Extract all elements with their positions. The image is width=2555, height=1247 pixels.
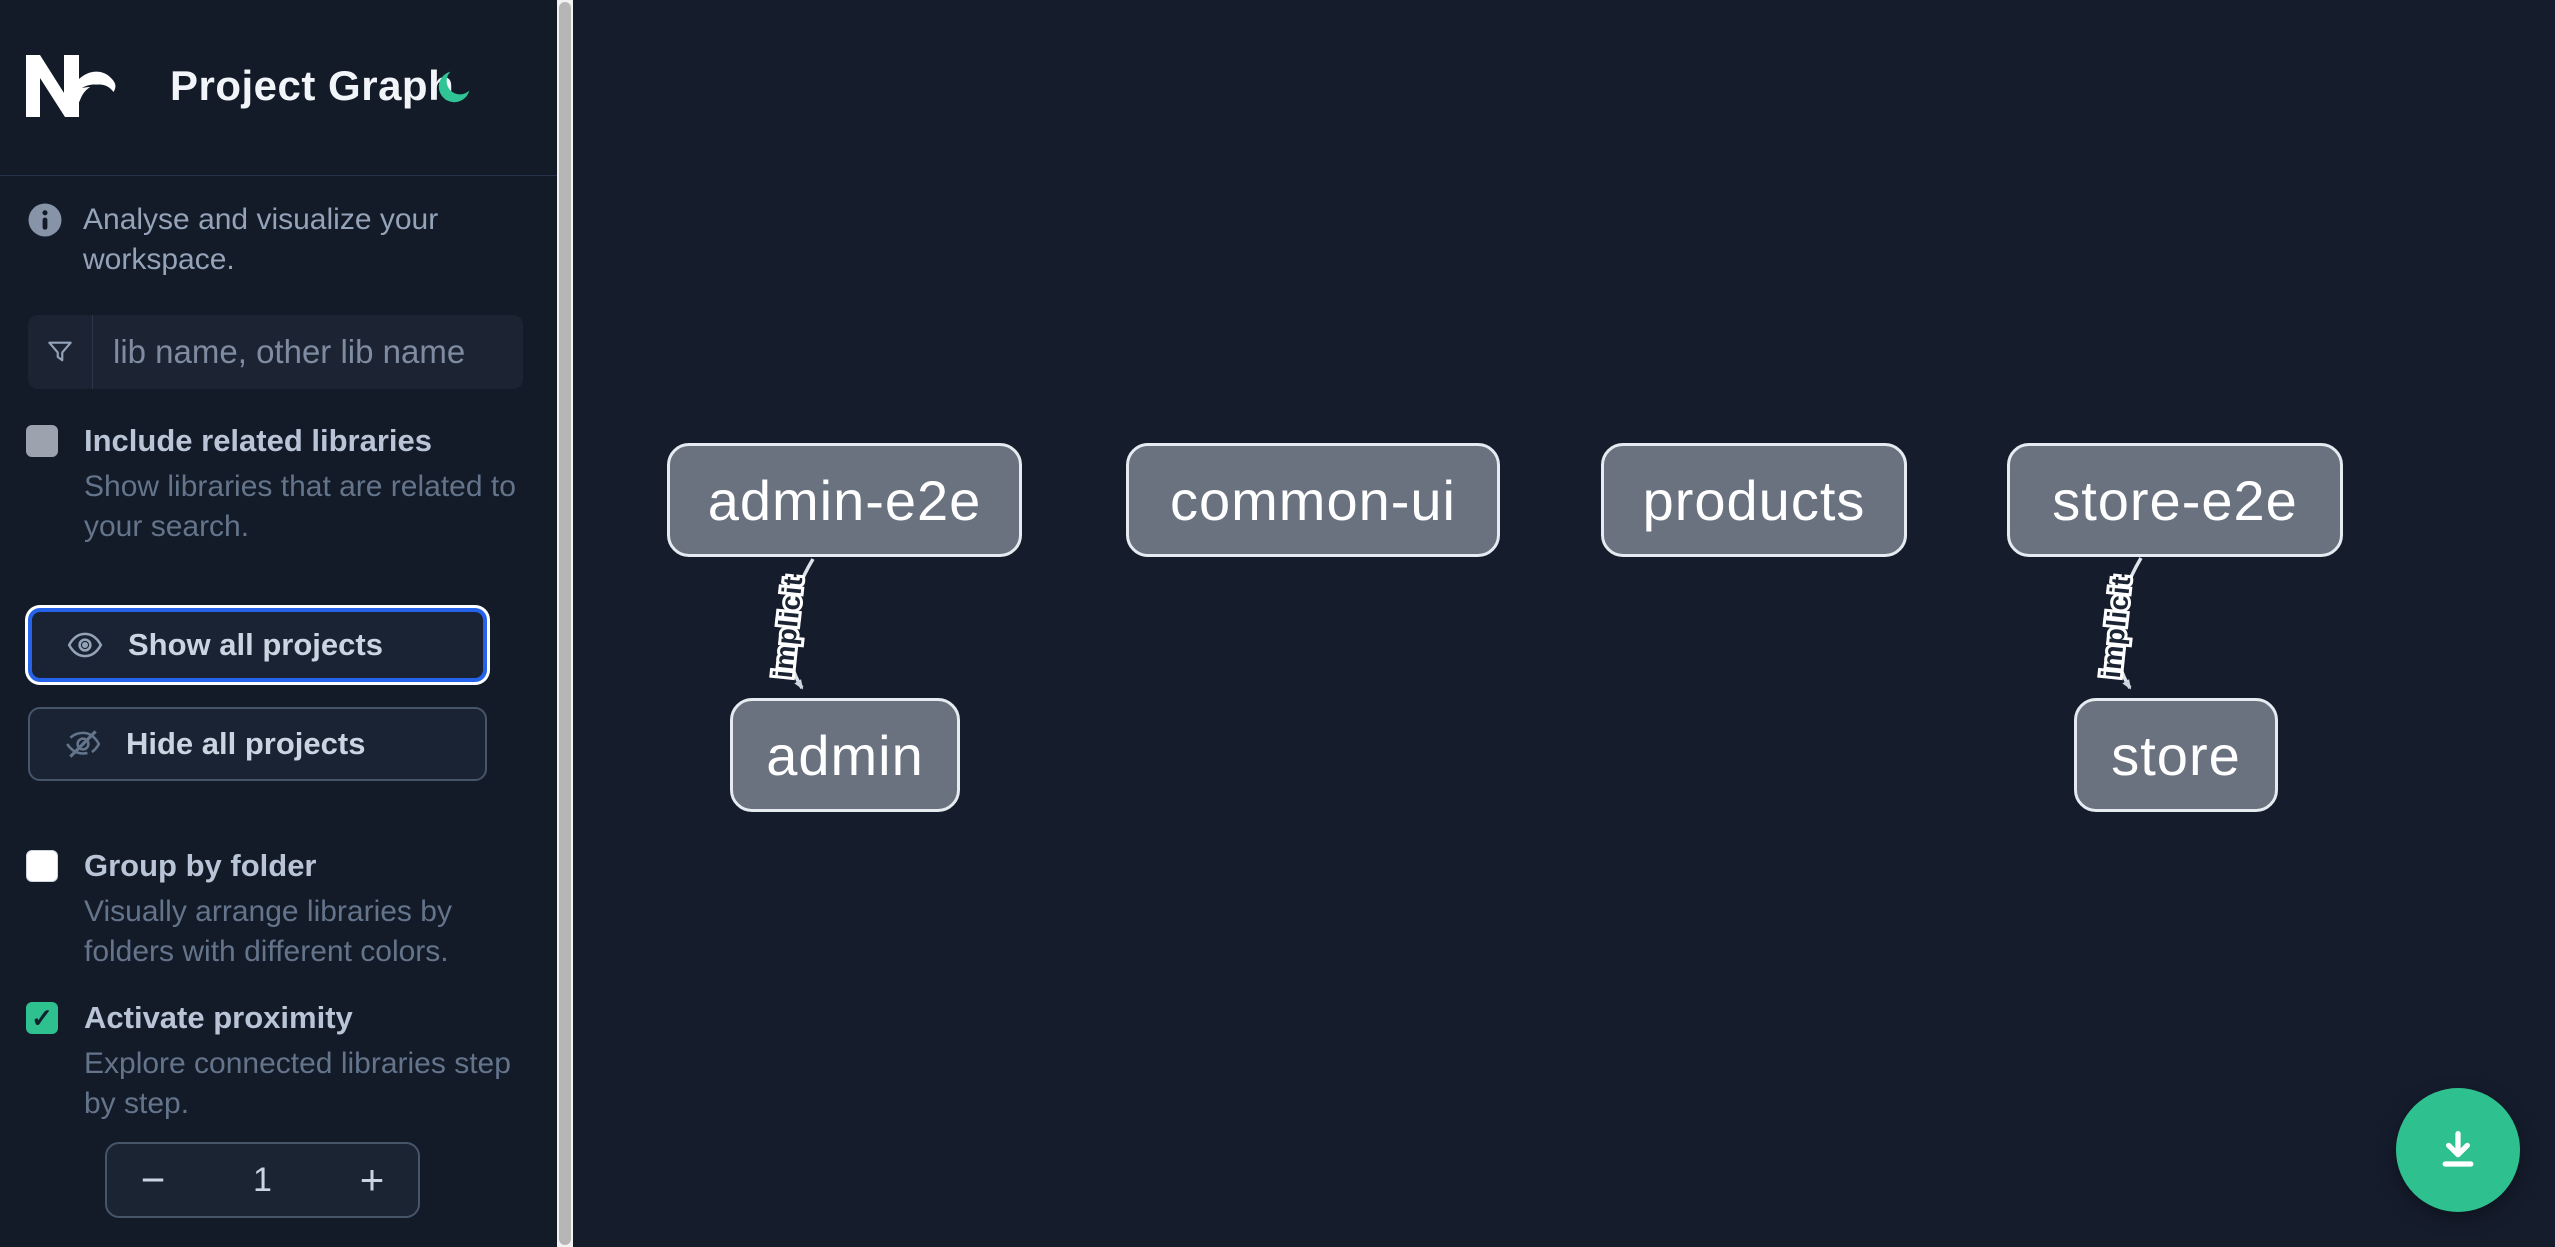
nx-logo-icon [26, 55, 116, 117]
sidebar-scrollbar[interactable] [557, 0, 573, 1247]
search-input[interactable] [93, 315, 523, 389]
activate-proximity-label: Activate proximity [84, 1000, 353, 1035]
activate-proximity-description: Explore connected libraries step by step… [84, 1047, 511, 1120]
info-text: Analyse and visualize your workspace. [83, 203, 439, 276]
download-image-button[interactable] [2396, 1088, 2520, 1212]
increment-button[interactable]: + [326, 1144, 418, 1216]
proximity-depth-stepper: − 1 + [105, 1142, 420, 1218]
graph-node-products[interactable]: products [1601, 443, 1907, 557]
include-related-description: Show libraries that are related to your … [84, 470, 516, 543]
graph-node-admin[interactable]: admin [730, 698, 960, 812]
scrollbar-thumb[interactable] [559, 2, 571, 1245]
page-title: Project Graph [170, 62, 455, 109]
info-icon [28, 203, 62, 237]
group-by-folder-label: Group by folder [84, 848, 317, 883]
eye-off-icon [66, 730, 101, 758]
show-all-projects-button[interactable]: Show all projects [28, 608, 487, 682]
filter-funnel-icon [48, 341, 72, 362]
filter-icon-cell [28, 315, 93, 389]
graph-edges: implicit implicit [765, 557, 2143, 690]
option-include-related: Include related libraries Show libraries… [26, 423, 516, 547]
include-related-checkbox[interactable] [26, 425, 58, 457]
download-icon [2442, 1131, 2474, 1167]
decrement-button[interactable]: − [107, 1144, 199, 1216]
graph-node-common-ui[interactable]: common-ui [1126, 443, 1500, 557]
sidebar-header: Project Graph [0, 0, 557, 176]
hide-all-projects-label: Hide all projects [126, 726, 366, 761]
option-activate-proximity: ✓ Activate proximity Explore connected l… [26, 1000, 516, 1124]
edge-admin-e2e-admin: implicit [765, 558, 815, 690]
workspace-info: Analyse and visualize your workspace. [27, 200, 532, 280]
graph-node-admin-e2e[interactable]: admin-e2e [667, 443, 1022, 557]
edge-store-e2e-store: implicit [2093, 557, 2143, 690]
search-box [28, 315, 523, 389]
activate-proximity-checkbox[interactable]: ✓ [26, 1002, 58, 1034]
option-group-by-folder: Group by folder Visually arrange librari… [26, 848, 516, 972]
theme-toggle-button[interactable] [432, 66, 476, 110]
sidebar: Project Graph Analyse and visualize your… [0, 0, 557, 1247]
proximity-depth-value: 1 [253, 1160, 272, 1199]
edge-label-implicit: implicit [768, 574, 809, 679]
moon-icon [438, 71, 470, 102]
show-all-projects-label: Show all projects [128, 627, 383, 662]
include-related-label: Include related libraries [84, 423, 433, 458]
eye-icon [67, 632, 103, 658]
hide-all-projects-button[interactable]: Hide all projects [28, 707, 487, 781]
graph-node-store[interactable]: store [2074, 698, 2278, 812]
group-by-folder-checkbox[interactable] [26, 850, 58, 882]
edge-label-implicit: implicit [2096, 574, 2137, 679]
graph-canvas[interactable]: implicit implicit admin-e2e common-ui pr… [573, 0, 2555, 1247]
group-by-folder-description: Visually arrange libraries by folders wi… [84, 895, 452, 968]
graph-node-store-e2e[interactable]: store-e2e [2007, 443, 2343, 557]
